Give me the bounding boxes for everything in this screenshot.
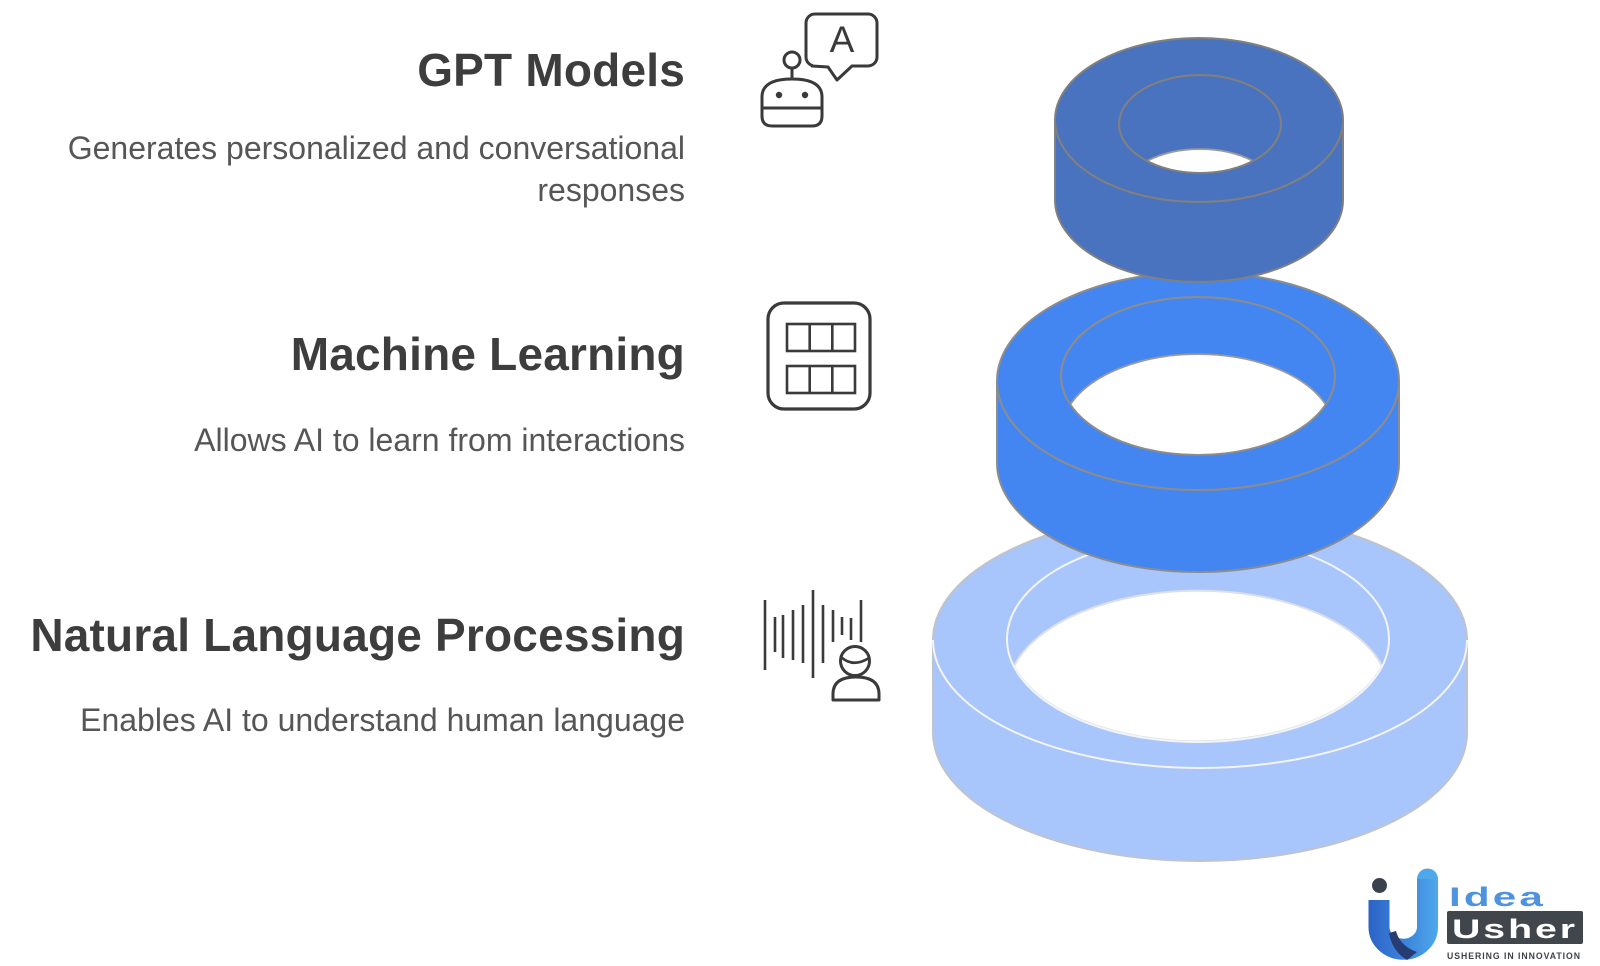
section-description-nlp: Enables AI to understand human language: [80, 702, 685, 738]
ring-gpt-models: [1053, 37, 1345, 283]
bubble-tail-mask: [813, 62, 852, 69]
robot-eye-right: [801, 91, 809, 99]
section-title-machine-learning: Machine Learning: [290, 328, 685, 380]
person-shoulders: [831, 675, 881, 702]
robot-eye-left: [775, 91, 783, 99]
section-description-gpt-models: Generates personalized and conversationa…: [67, 130, 685, 209]
ring-machine-learning: [995, 271, 1401, 573]
bubble-letter: A: [830, 19, 855, 60]
idea-usher-logo: Idea Usher USHERING IN INNOVATION: [1368, 868, 1583, 961]
robot-head: [760, 77, 824, 110]
logo-mark-u: [1368, 879, 1438, 960]
grid-row-top: [785, 322, 857, 353]
logo-word-usher: Usher: [1452, 914, 1578, 944]
robot-mouth-band: [760, 106, 824, 128]
logo-mark-navy-tail: [1389, 931, 1417, 960]
ring-top-face: [995, 271, 1401, 491]
ring-natural-language-processing: [932, 511, 1468, 862]
section-title-nlp: Natural Language Processing: [30, 609, 685, 661]
voice-waveform-bars: [763, 590, 863, 678]
ring-front-seam: [932, 639, 1468, 769]
voice-recognition-icon: [763, 590, 881, 702]
grid-row-bottom: [785, 364, 857, 395]
bubble-tail: [810, 64, 854, 82]
logo-tagline: USHERING IN INNOVATION: [1447, 951, 1581, 961]
stacked-rings-diagram: [932, 37, 1468, 862]
person-head: [839, 645, 871, 677]
logo-word-idea: Idea: [1449, 882, 1546, 912]
robot-antenna-ball: [782, 50, 802, 70]
machine-learning-grid-icon: [766, 301, 872, 411]
chatbot-icon: A: [760, 12, 879, 128]
logo-usher-bar: [1447, 911, 1583, 944]
ring-top-face: [1053, 37, 1345, 203]
logo-mark-dot: [1372, 878, 1387, 893]
section-description-machine-learning: Allows AI to learn from interactions: [194, 422, 685, 458]
section-title-gpt-models: GPT Models: [417, 44, 685, 96]
person-face-line: [840, 656, 870, 665]
grid-cell-dividers: [808, 324, 834, 393]
